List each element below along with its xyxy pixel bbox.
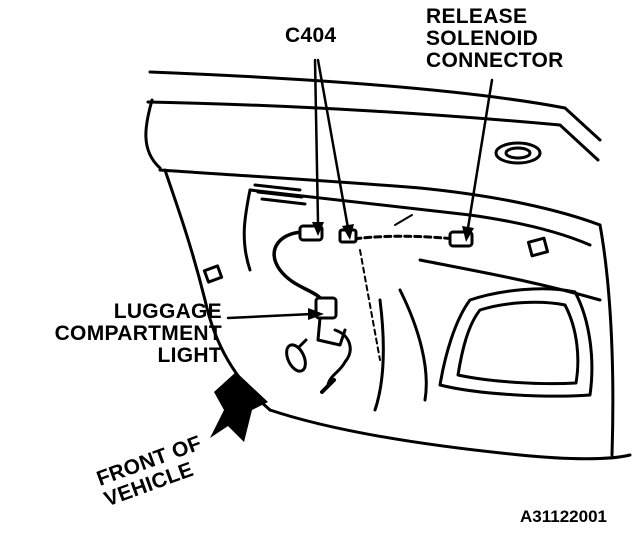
arrowhead-light [308,308,324,320]
vent-slots [253,183,307,206]
rib-2 [398,288,428,402]
cutout-window [438,287,594,398]
leader-solenoid [466,78,494,230]
front-arrow-icon [210,372,268,442]
figure-id: A31122001 [520,507,607,526]
square-hole-left [202,264,224,284]
trunk-opening-edge [158,168,602,227]
rib-3 [373,298,385,412]
leader-light [226,312,314,320]
trunk-floor-front [268,408,632,461]
screw [320,378,336,394]
deck-lid-inner-edge [146,100,600,162]
cutout-window-inner [456,300,580,386]
arrowhead-c404-a [312,222,324,236]
wiring-harness [272,230,327,307]
square-hole-right [526,236,550,258]
right-edge [598,223,615,457]
arrowhead-c404-b [342,224,354,240]
label-release-solenoid-connector: RELEASE SOLENOID CONNECTOR [426,5,564,73]
trunk-left-side [163,168,272,412]
rib-1 [418,258,602,302]
label-luggage-compartment-light: LUGGAGE COMPARTMENT LIGHT [54,300,222,368]
deck-left-fold [144,98,162,170]
harness-to-solenoid [343,234,467,242]
bulb [285,343,307,373]
deck-lid-outline [148,70,602,142]
leader-c404-b [316,58,350,230]
arrowhead-solenoid [462,226,474,242]
leader-c404-a [313,58,320,224]
label-c404: C404 [285,24,337,47]
latch-hole [494,141,542,165]
lamp-bracket [326,328,352,387]
inner-panel-left [242,188,252,272]
